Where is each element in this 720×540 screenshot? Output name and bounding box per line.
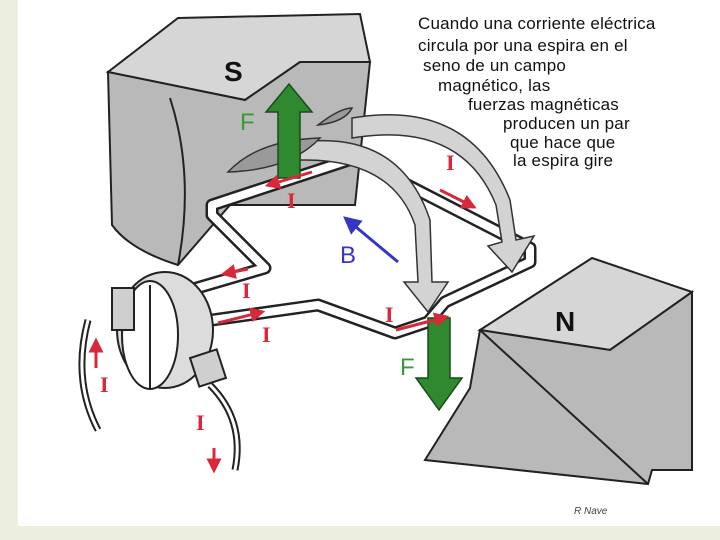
rotation-arrow-right xyxy=(351,114,536,274)
current-arrows xyxy=(88,170,477,474)
force-arrow-up xyxy=(264,82,314,179)
current-label: I xyxy=(287,188,296,213)
north-magnet xyxy=(423,256,695,486)
force-label-bottom: F xyxy=(400,354,415,381)
force-label-top: F xyxy=(240,109,255,136)
current-label: I xyxy=(385,302,394,327)
current-label: I xyxy=(262,322,271,347)
force-arrow-down xyxy=(414,317,464,412)
field-label: B xyxy=(340,242,356,269)
current-label: I xyxy=(446,150,455,175)
south-magnet xyxy=(105,12,372,267)
north-pole-label: N xyxy=(555,306,575,337)
current-label: I xyxy=(100,372,109,397)
field-arrow xyxy=(343,216,399,264)
rotation-arrow-left xyxy=(299,139,450,314)
commutator xyxy=(78,271,241,471)
wire-loop xyxy=(188,151,537,340)
south-pole-label: S xyxy=(224,56,243,87)
author-credit: R Nave xyxy=(574,506,608,517)
current-label: I xyxy=(196,410,205,435)
current-label: I xyxy=(242,278,251,303)
